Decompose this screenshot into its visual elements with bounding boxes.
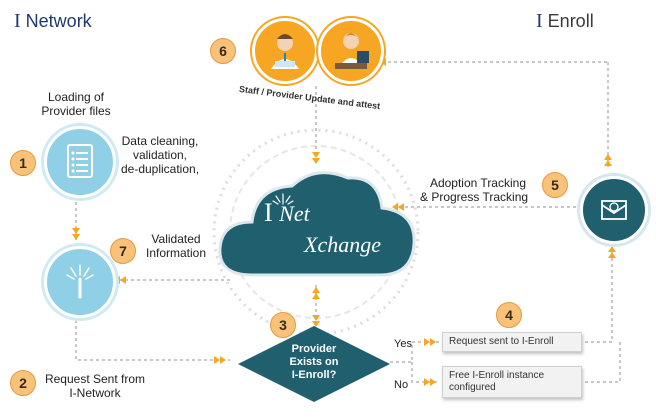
ring-outer	[212, 128, 420, 336]
i-enroll-logo: I Enroll	[536, 10, 594, 32]
i-network-logo: I Network	[14, 10, 92, 32]
step-5-badge: 5	[542, 172, 568, 198]
step-4-badge: 4	[496, 302, 522, 328]
request-from-label: Request Sent from I-Network	[44, 372, 146, 400]
email-icon	[580, 176, 648, 244]
yes-label: Yes	[394, 338, 412, 350]
netxchange-cloud: I Net Xchange	[212, 160, 422, 290]
spark-icon	[44, 246, 116, 318]
spark-mark-icon	[272, 193, 294, 205]
doctor-icon	[252, 18, 318, 84]
document-list-icon	[44, 126, 116, 198]
step-2-badge: 2	[10, 370, 36, 396]
validated-label: Validated Information	[145, 232, 207, 260]
netxchange-wordmark: I Net	[264, 198, 310, 227]
step-6-badge: 6	[210, 38, 236, 64]
no-label: No	[394, 379, 409, 391]
free-instance-box: Free I-Enroll instance configured	[442, 366, 582, 398]
step-1-badge: 1	[10, 150, 36, 176]
arrow-chevrons	[72, 58, 616, 386]
adoption-label: Adoption Tracking & Progress Tracking	[420, 176, 529, 204]
loading-label: Loading of Provider files	[41, 90, 111, 118]
netxchange-wordmark-xchange: Xchange	[304, 232, 381, 257]
step-7-badge: 7	[110, 238, 136, 264]
staff-icon	[318, 18, 384, 84]
request-enroll-box: Request sent to I-Enroll	[442, 332, 582, 352]
cleaning-label: Data cleaning, validation, de-duplicatio…	[120, 134, 200, 176]
provider-exists-decision: Provider Exists on I-Enroll?	[236, 324, 392, 404]
step-3-badge: 3	[270, 312, 296, 338]
